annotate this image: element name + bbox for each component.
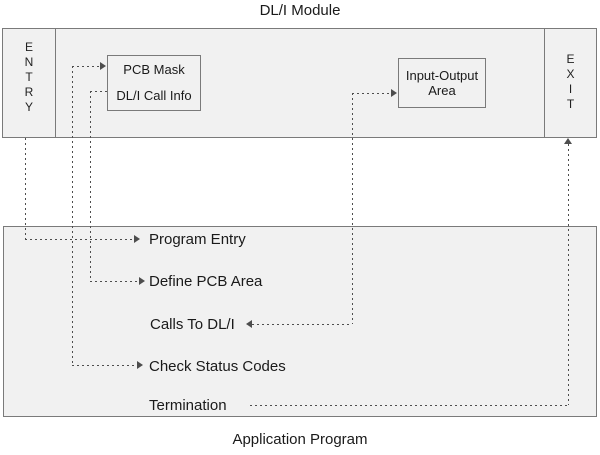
arrowhead-pcb-mask-icon [100,62,106,70]
connector-entry-to-program-entry-horizontal [25,239,134,240]
step-program-entry: Program Entry [149,231,246,248]
connector-termination-to-exit-vertical [568,144,569,405]
connector-calls-horizontal-bottom [252,324,352,325]
arrowhead-program-entry-icon [134,235,140,243]
arrowhead-calls-to-dli-icon [246,320,252,328]
footer-label: Application Program [232,431,368,448]
io-area-label-line1: Input-Output [405,68,479,83]
arrowhead-io-area-icon [391,89,397,97]
pcb-mask-label: PCB Mask [123,62,185,77]
pcb-mask-box: PCB Mask DL/I Call Info [107,55,201,111]
connector-define-pcb-horizontal-bottom [90,281,139,282]
connector-check-status-to-pcb-vertical [72,66,73,365]
connector-termination-horizontal [250,405,568,406]
connector-dli-call-info-horizontal-top [90,91,107,92]
step-termination: Termination [149,397,227,414]
step-calls-to-dli: Calls To DL/I [150,316,235,333]
connector-define-pcb-vertical [90,91,91,281]
connector-calls-to-io-vertical [352,93,353,324]
arrowhead-exit-icon [564,138,572,144]
exit-label: E X I T [566,52,575,111]
step-define-pcb-area: Define PCB Area [149,273,263,290]
connector-pcb-mask-horizontal-top [72,66,100,67]
entry-label: E N T R Y [24,40,34,114]
connector-check-status-horizontal-bottom [72,365,137,366]
step-check-status-codes: Check Status Codes [149,358,286,375]
arrowhead-check-status-codes-icon [137,361,143,369]
page-title: DL/I Module [259,2,341,19]
connector-entry-to-program-entry-vertical [25,138,26,239]
dli-call-info-label: DL/I Call Info [116,88,192,103]
io-area-label-line2: Area [428,83,456,98]
connector-io-area-horizontal-top [352,93,391,94]
arrowhead-define-pcb-area-icon [139,277,145,285]
exit-section: E X I T [544,29,596,137]
application-program-box [3,226,597,417]
io-area-box: Input-Output Area [398,58,486,108]
dl-module-box: E N T R Y E X I T [2,28,597,138]
entry-section: E N T R Y [3,29,56,137]
